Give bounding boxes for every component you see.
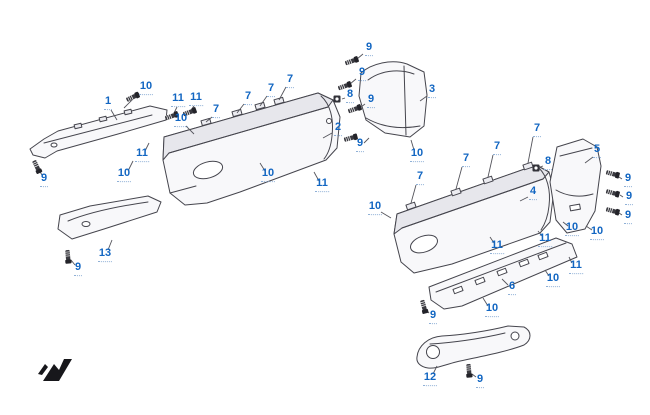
leader-line — [341, 97, 346, 100]
callout-11[interactable]: 11 — [569, 260, 583, 274]
callout-7[interactable]: 7 — [492, 141, 502, 155]
callout-2[interactable]: 2 — [333, 122, 343, 136]
part-1-drawing — [29, 105, 168, 159]
leader-line — [185, 125, 195, 135]
callout-9[interactable]: 9 — [39, 173, 49, 187]
leader-line — [410, 139, 415, 151]
leader-line — [107, 239, 113, 251]
leader-line — [419, 95, 428, 102]
callout-11[interactable]: 11 — [189, 92, 203, 106]
callout-9[interactable]: 9 — [355, 138, 365, 152]
leader-line — [144, 142, 150, 152]
callout-10[interactable]: 10 — [484, 303, 500, 317]
callout-9[interactable]: 9 — [623, 173, 633, 187]
callout-7[interactable]: 7 — [461, 153, 471, 167]
leader-line — [236, 103, 245, 114]
leader-line — [410, 184, 417, 204]
part-12-drawing — [416, 325, 531, 369]
callout-11[interactable]: 11 — [171, 93, 185, 107]
callout-9[interactable]: 9 — [357, 67, 367, 81]
leader-line — [360, 103, 366, 108]
callout-11[interactable]: 11 — [490, 240, 504, 254]
leader-line — [584, 156, 594, 164]
leader-line — [349, 78, 357, 85]
leader-line — [501, 278, 509, 286]
callout-10[interactable]: 10 — [564, 222, 580, 236]
callout-10[interactable]: 10 — [116, 168, 132, 182]
callout-10[interactable]: 10 — [260, 168, 276, 182]
callout-9[interactable]: 9 — [73, 262, 83, 276]
leader-line — [471, 373, 477, 378]
leader-line — [278, 86, 287, 101]
leader-line — [259, 95, 268, 107]
leader-line — [356, 53, 364, 60]
callout-9[interactable]: 9 — [364, 42, 374, 56]
callout-8[interactable]: 8 — [543, 156, 553, 170]
callout-9[interactable]: 9 — [475, 374, 485, 388]
leader-line — [537, 230, 543, 237]
callout-12[interactable]: 12 — [422, 372, 438, 386]
callout-9[interactable]: 9 — [366, 94, 376, 108]
callout-7[interactable]: 7 — [211, 104, 221, 118]
callout-9[interactable]: 9 — [623, 210, 633, 224]
callout-5[interactable]: 5 — [592, 144, 602, 158]
leader-line — [363, 137, 370, 144]
leader-line — [313, 171, 320, 182]
leader-line — [618, 212, 623, 216]
leader-line — [205, 116, 213, 123]
leader-lines — [38, 53, 624, 378]
callout-7[interactable]: 7 — [266, 83, 276, 97]
part-13-drawing — [57, 195, 162, 240]
leader-line — [127, 160, 134, 172]
callout-11[interactable]: 11 — [315, 178, 329, 192]
callout-11[interactable]: 11 — [135, 148, 149, 162]
leader-line — [585, 225, 593, 231]
brand-logo — [38, 359, 72, 381]
part-4-drawing — [393, 161, 555, 274]
leader-line — [70, 259, 76, 266]
callout-3[interactable]: 3 — [427, 84, 437, 98]
leader-line — [539, 165, 544, 168]
leader-line — [618, 176, 623, 180]
leader-line — [432, 365, 438, 375]
callout-4[interactable]: 4 — [528, 186, 538, 200]
callout-7[interactable]: 7 — [532, 123, 542, 137]
callout-8[interactable]: 8 — [345, 89, 355, 103]
leader-line — [562, 221, 569, 227]
callout-6[interactable]: 6 — [507, 281, 517, 295]
leader-line — [519, 196, 529, 202]
part-3-drawing — [358, 61, 428, 138]
callout-7[interactable]: 7 — [243, 91, 253, 105]
leader-line — [619, 194, 624, 198]
callout-10[interactable]: 10 — [367, 201, 383, 215]
leader-line — [487, 154, 494, 178]
leader-line — [482, 297, 489, 307]
part-6-drawing — [428, 237, 578, 310]
callout-9[interactable]: 9 — [428, 310, 438, 324]
callout-10[interactable]: 10 — [589, 226, 605, 240]
leader-line — [455, 166, 463, 190]
callout-11[interactable]: 11 — [538, 233, 552, 247]
callout-10[interactable]: 10 — [138, 81, 154, 95]
leader-line — [110, 109, 118, 121]
callout-10[interactable]: 10 — [173, 113, 189, 127]
part-5-drawing — [549, 138, 602, 234]
callout-10[interactable]: 10 — [409, 148, 425, 162]
leader-line — [322, 132, 333, 139]
leader-line — [527, 136, 534, 164]
leader-line — [544, 269, 550, 277]
callout-1[interactable]: 1 — [103, 96, 113, 110]
callout-9[interactable]: 9 — [624, 191, 634, 205]
callout-13[interactable]: 13 — [97, 248, 113, 262]
callout-7[interactable]: 7 — [285, 74, 295, 88]
leader-line — [568, 256, 573, 264]
leader-line — [259, 162, 266, 172]
callout-10[interactable]: 10 — [545, 273, 561, 287]
leader-line — [489, 236, 495, 244]
callout-7[interactable]: 7 — [415, 171, 425, 185]
leader-line — [380, 211, 392, 219]
